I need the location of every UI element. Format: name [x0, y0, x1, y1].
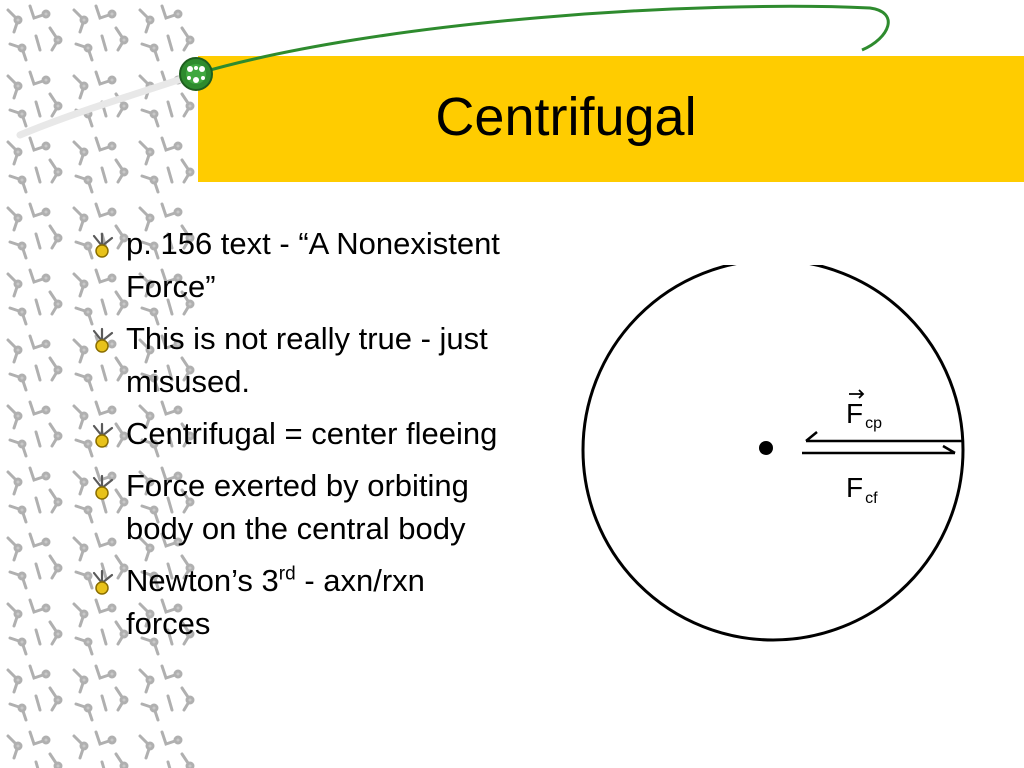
- fcf-label: F: [846, 472, 863, 503]
- fcp-subscript: cp: [865, 415, 882, 432]
- star-burst-icon: [92, 569, 114, 595]
- atom-icon: [179, 57, 213, 91]
- svg-text:Fcf: Fcf: [846, 472, 878, 507]
- title-decoration: [16, 4, 890, 139]
- bullet-text: p. 156 text - “A Nonexistent Force”: [126, 226, 500, 304]
- bullet-item: Centrifugal = center fleeing: [88, 412, 508, 455]
- orbit-circle: [581, 265, 965, 642]
- title-band: [198, 56, 1024, 182]
- star-burst-icon: [92, 232, 114, 258]
- centripetal-arrow: [805, 431, 963, 443]
- svg-text:Fcp: Fcp: [846, 398, 882, 432]
- bullet-text: This is not really true - just misused.: [126, 321, 488, 399]
- slide-title: Centrifugal: [435, 87, 697, 147]
- bullet-text: Force exerted by orbiting body on the ce…: [126, 468, 469, 546]
- star-burst-icon: [92, 474, 114, 500]
- bullet-superscript: rd: [278, 563, 296, 585]
- bullet-text: Newton’s 3: [126, 563, 279, 598]
- bullet-text: Centrifugal = center fleeing: [126, 416, 498, 451]
- fcp-label: F: [846, 398, 863, 429]
- bullet-text-suffix: - axn/rxn forces: [126, 563, 425, 641]
- bullet-item: This is not really true - just misused.: [88, 317, 508, 403]
- star-burst-icon: [92, 327, 114, 353]
- central-body-dot: [759, 441, 773, 455]
- bullet-list: p. 156 text - “A Nonexistent Force” This…: [88, 222, 508, 654]
- vector-arrow-mark: [849, 389, 865, 399]
- star-burst-icon: [92, 422, 114, 448]
- bullet-item: p. 156 text - “A Nonexistent Force”: [88, 222, 508, 308]
- bullet-item: Newton’s 3rd - axn/rxn forces: [88, 559, 508, 645]
- bullet-item: Force exerted by orbiting body on the ce…: [88, 464, 508, 550]
- fcf-subscript: cf: [865, 490, 878, 507]
- centrifugal-arrow: [802, 444, 956, 455]
